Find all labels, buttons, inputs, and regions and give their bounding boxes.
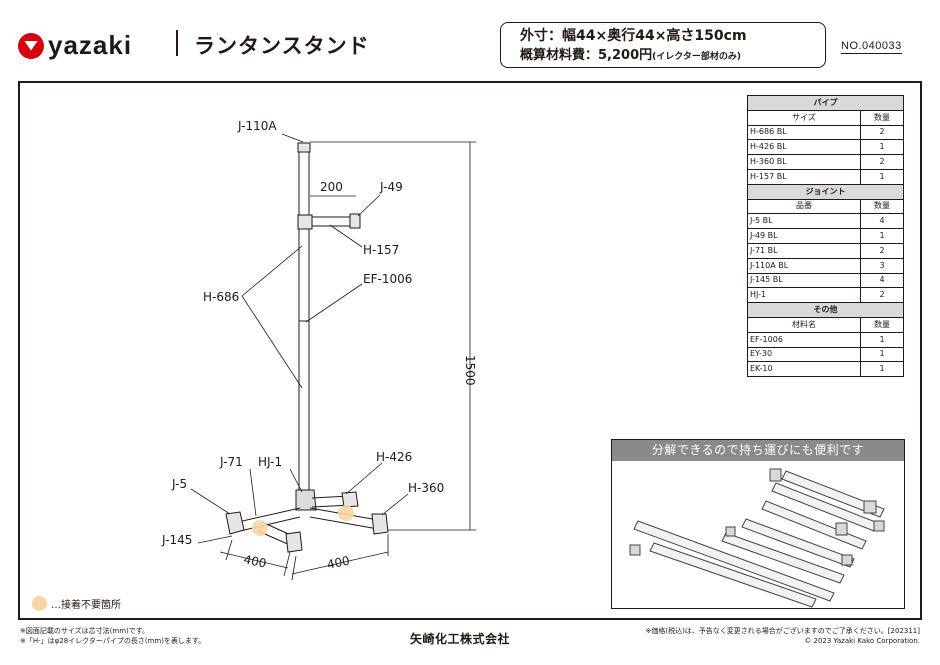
vertical-pole xyxy=(298,145,310,499)
label-h157: H-157 xyxy=(363,243,399,257)
photo-caption: 分解できるので持ち運びにも便利です xyxy=(612,440,904,461)
yazaki-logo: yazaki xyxy=(18,30,132,61)
material-cost-main: 概算材料費：5,200円 xyxy=(520,48,653,63)
disassembled-photo: 分解できるので持ち運びにも便利です xyxy=(611,439,905,609)
foot-joint-right xyxy=(371,513,389,535)
label-j110a: J-110A xyxy=(237,119,277,133)
label-j71: J-71 xyxy=(219,455,243,469)
no-glue-legend-icon xyxy=(32,596,47,611)
drawing-frame xyxy=(18,81,922,620)
label-h686: H-686 xyxy=(203,290,239,304)
other-column-header: 材料名数量 xyxy=(747,316,904,333)
label-ef1006: EF-1006 xyxy=(363,272,412,286)
joint-section-header: ジョイント xyxy=(747,183,904,200)
joint-right-back xyxy=(341,491,359,508)
footnote-pipe-length: ※「H-」はφ28イレクターパイプの長さ(mm)を表します。 xyxy=(20,637,206,645)
footnotes: ※図面記載のサイズは芯寸法(mm)です。 ※「H-」はφ28イレクターパイプの長… xyxy=(20,626,205,646)
label-j5: J-5 xyxy=(171,477,187,491)
label-h360: H-360 xyxy=(408,481,444,495)
arm-bracket xyxy=(297,214,313,230)
label-dim-400-right: 400 xyxy=(326,553,351,571)
spec-box: 外寸：幅44×奥行44×高さ150cm 概算材料費：5,200円(イレクター部材… xyxy=(500,22,826,68)
legend: …接着不要箇所 xyxy=(32,596,121,611)
legend-text: …接着不要箇所 xyxy=(51,600,121,611)
price-note: ※価格(税込)は、予告なく変更される場合がございますのでご了承ください。[202… xyxy=(645,627,920,635)
base-hub xyxy=(295,489,317,511)
label-dim-400-left: 400 xyxy=(242,552,267,570)
label-j145: J-145 xyxy=(161,533,192,547)
yazaki-logo-icon xyxy=(18,32,44,59)
pole-top-cap xyxy=(297,142,311,153)
title-divider xyxy=(176,30,178,56)
no-glue-marker-left xyxy=(252,520,268,536)
label-j49: J-49 xyxy=(379,180,403,194)
pipe-column-header: サイズ数量 xyxy=(747,109,904,126)
logo-text: yazaki xyxy=(48,30,133,60)
arm-end-joint xyxy=(349,213,361,229)
disassembled-parts-illustration xyxy=(629,468,885,608)
page-title: ランタンスタンド xyxy=(194,34,370,58)
label-dim-1500: 1500 xyxy=(463,355,477,386)
label-hj1: HJ-1 xyxy=(258,455,282,469)
material-cost: 概算材料費：5,200円(イレクター部材のみ) xyxy=(520,46,825,67)
base-pipe-left-front xyxy=(237,507,301,523)
copyright: © 2023 Yazaki Kako Corporation. xyxy=(804,637,920,645)
foot-joint-front xyxy=(285,531,303,553)
pipe-section-header: パイプ xyxy=(747,95,904,111)
footnote-dimensions: ※図面記載のサイズは芯寸法(mm)です。 xyxy=(20,627,150,635)
other-section-header: その他 xyxy=(747,302,904,318)
outer-dimensions: 外寸：幅44×奥行44×高さ150cm xyxy=(520,28,747,44)
company-name: 矢崎化工株式会社 xyxy=(410,632,511,646)
price-note-block: ※価格(税込)は、予告なく変更される場合がございますのでご了承ください。[202… xyxy=(645,626,920,646)
document-number: NO.040033 xyxy=(841,40,902,54)
label-dim-200: 200 xyxy=(320,180,343,194)
material-cost-note: (イレクター部材のみ) xyxy=(652,52,741,62)
joint-column-header: 品番数量 xyxy=(747,198,904,215)
foot-joint-left xyxy=(225,511,245,535)
no-glue-marker-right xyxy=(338,505,354,521)
label-h426: H-426 xyxy=(376,450,412,464)
hanging-arm xyxy=(311,216,355,227)
